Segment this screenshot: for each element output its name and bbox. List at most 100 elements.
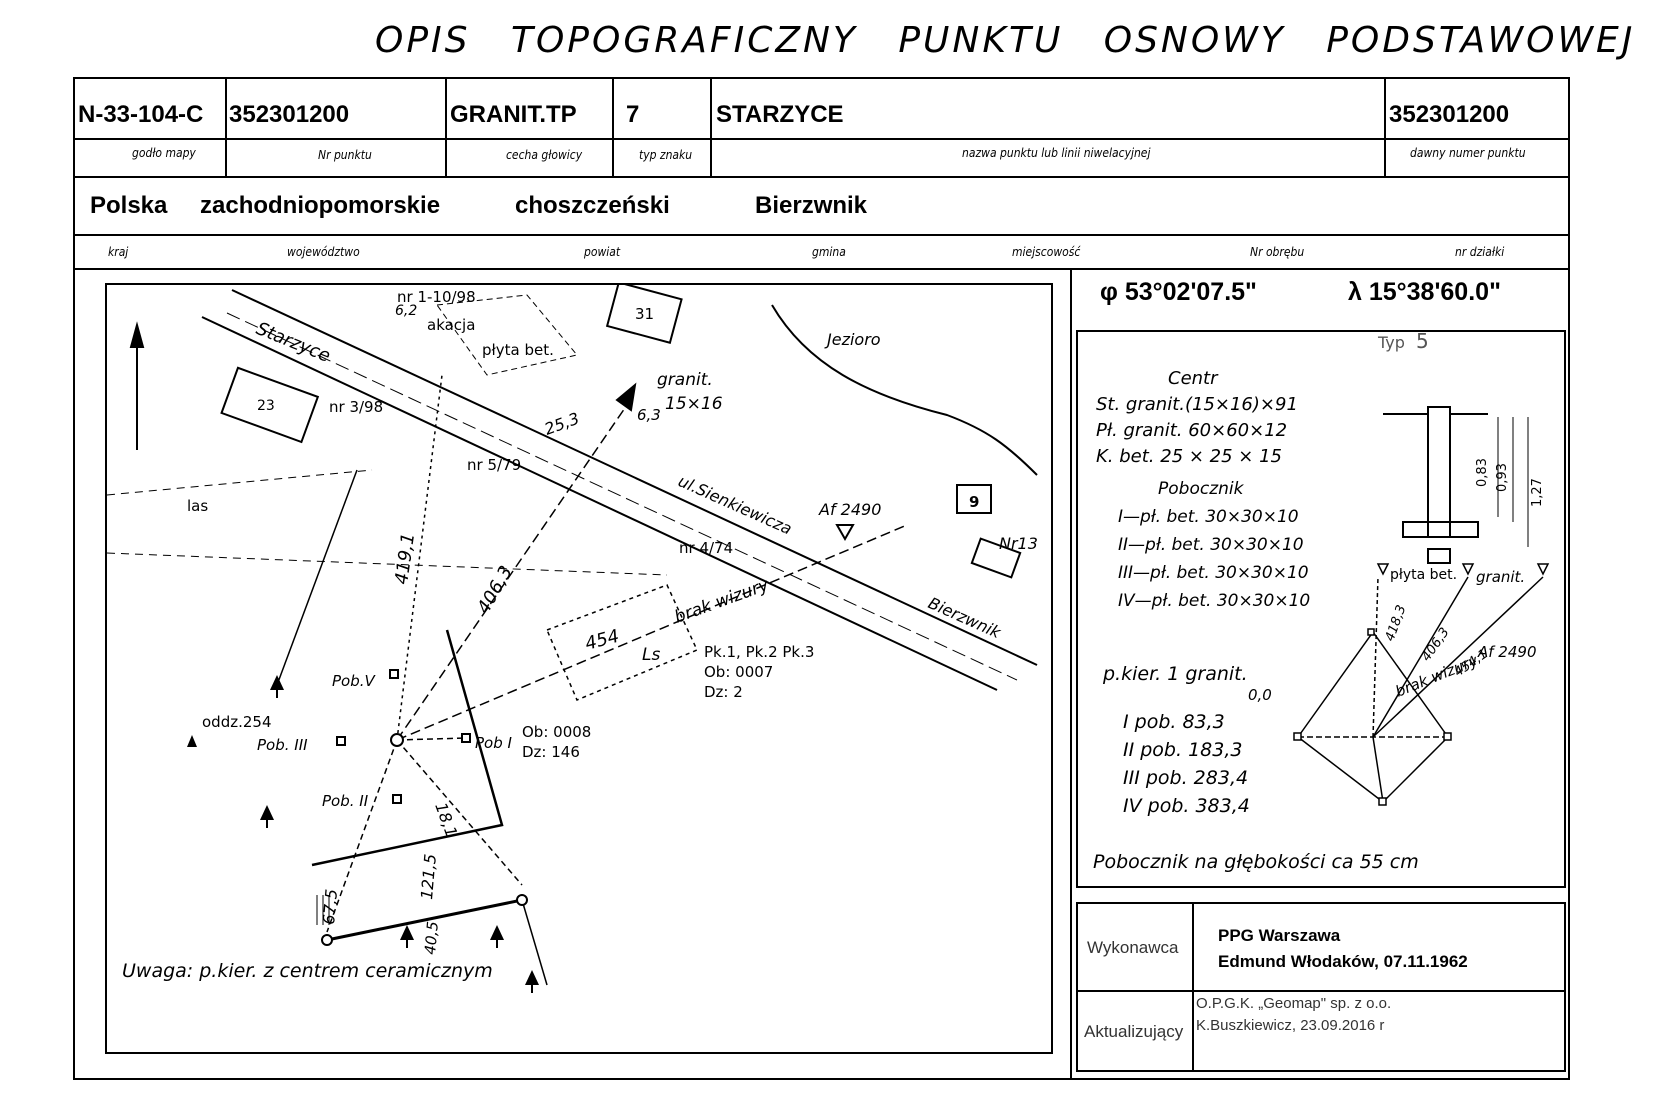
parcel-label: nr 4/74 (679, 539, 733, 557)
caption: dawny numer punktu (1410, 146, 1526, 160)
direction-value: 0,0 (1248, 686, 1272, 704)
executor-label: Wykonawca (1087, 938, 1179, 957)
parcel-label: nr 3/98 (329, 398, 383, 416)
document-title: OPIS TOPOGRAFICZNY PUNKTU OSNOWY PODSTAW… (375, 20, 1636, 61)
distance-label: 18,1 (431, 800, 461, 840)
executor-company: PPG Warszawa (1218, 926, 1341, 945)
caption: godło mapy (132, 146, 196, 160)
caption: nr działki (1455, 245, 1505, 259)
author-table: Wykonawca PPG Warszawa Edmund Włodaków, … (1076, 902, 1566, 1072)
tree-label: akacja (427, 316, 475, 334)
distance-label: 406,3 (473, 562, 517, 617)
spec-line: St. granit.(15×16)×91 (1096, 394, 1298, 415)
granite-label: granit. (657, 370, 713, 390)
distance-label: 6,3 (637, 406, 661, 424)
forest-label: las (187, 497, 208, 515)
point-number: 352301200 (229, 101, 350, 128)
parcel-note: Ob: 0007 (704, 663, 773, 681)
house-number: 9 (969, 493, 979, 511)
caption: gmina (812, 245, 846, 259)
caption: województwo (287, 245, 360, 259)
angle-line: III pob. 283,4 (1123, 767, 1248, 789)
sketch-drawing: Starzyce ul.Sienkiewicza Bierzwnik Jezio… (107, 285, 1038, 993)
divider (73, 138, 1570, 140)
distance-label: 454 (583, 626, 622, 655)
remark: Uwaga: p.kier. z centrem ceramicznym (122, 960, 493, 982)
depth-note: Pobocznik na głębokości ca 55 cm (1093, 851, 1419, 873)
divider (612, 77, 614, 176)
divider (73, 176, 1570, 178)
parcel-note: Pk.1, Pk.2 Pk.3 (704, 643, 814, 661)
caption: Nr obrębu (1250, 245, 1305, 259)
land-use-label: Ls (642, 645, 660, 665)
dimension: 0,83 (1475, 458, 1490, 487)
house-number: Nr13 (999, 534, 1038, 553)
direction-label: p.kier. 1 granit. (1102, 663, 1248, 685)
house-number: 23 (257, 398, 275, 414)
longitude: λ 15°38'60.0" (1348, 278, 1501, 306)
distance-label: 121,5 (417, 853, 440, 900)
dimension: 0,93 (1495, 463, 1510, 492)
spec-line: I—pł. bet. 30×30×10 (1118, 507, 1299, 527)
parcel-label: nr 5/79 (467, 456, 521, 474)
distance-label: 419,1 (391, 532, 419, 586)
head-mark: GRANIT.TP (450, 101, 577, 128)
lake-label: Jezioro (824, 330, 881, 349)
witness-label: Pob I (475, 734, 513, 752)
caption: nazwa punktu lub linii niwelacyjnej (962, 146, 1151, 160)
divider (73, 268, 1570, 270)
witness-label: Pob. II (322, 792, 369, 810)
country: Polska (90, 192, 168, 219)
outer-frame (73, 77, 1570, 1080)
spec-line: II—pł. bet. 30×30×10 (1118, 535, 1304, 555)
old-point-number: 352301200 (1389, 101, 1510, 128)
no-sight-label: brak wizury (672, 575, 773, 628)
spec-line: K. bet. 25 × 25 × 15 (1096, 446, 1282, 467)
point-name: STARZYCE (716, 101, 844, 128)
divider (1070, 268, 1072, 1080)
forest-division: oddz.254 (202, 713, 272, 731)
divider (225, 77, 227, 176)
distance-label: 40,5 (421, 921, 442, 956)
divider (1078, 990, 1564, 992)
witness-label: Pob.V (332, 672, 377, 690)
sign-type: 7 (626, 101, 640, 128)
sketch-label: granit. (1476, 568, 1525, 586)
divider (73, 234, 1570, 236)
updater-label: Aktualizujący (1084, 1022, 1184, 1041)
plate-label: płyta bet. (482, 341, 554, 359)
af-label: Af 2490 (818, 500, 881, 519)
parcel-label: nr 1-10/98 (397, 288, 476, 306)
map-sheet-code: N-33-104-C (78, 101, 204, 128)
voivodeship: zachodniopomorskie (200, 192, 441, 219)
spec-line: Pł. granit. 60×60×12 (1096, 420, 1287, 441)
spec-heading: Centr (1168, 368, 1219, 389)
type-label: Typ (1377, 333, 1405, 352)
parcel-note: Ob: 0008 (522, 723, 591, 741)
divider (1192, 904, 1194, 1070)
distance-label: 25,3 (542, 409, 582, 439)
parcel-note: Dz: 2 (704, 683, 743, 701)
angle-line: IV pob. 383,4 (1123, 795, 1250, 817)
witness-label: Pob. III (257, 736, 308, 754)
updater-person: K.Buszkiewicz, 23.09.2016 r (1196, 1017, 1385, 1034)
type-value: 5 (1416, 332, 1429, 353)
district: choszczeński (515, 192, 670, 219)
distance-label: 6,2 (395, 303, 417, 319)
sketch-label: Af 2490 (1477, 643, 1536, 661)
sketch-label: 418,3 (1383, 603, 1410, 643)
caption: typ znaku (639, 148, 693, 162)
spec-panel: Typ 5 Centr St. granit.(15×16)×91 Pł. gr… (1076, 330, 1566, 888)
house-number: 31 (635, 305, 654, 323)
caption: Nr punktu (318, 148, 372, 162)
distance-label: 67,5 (319, 888, 341, 925)
sketch-label: 406,3 (1419, 625, 1453, 664)
executor-person: Edmund Włodaków, 07.11.1962 (1218, 952, 1468, 971)
angle-line: II pob. 183,3 (1123, 739, 1242, 761)
latitude: φ 53°02'07.5" (1100, 278, 1257, 306)
caption: miejscowość (1012, 245, 1081, 259)
dimension: 1,27 (1530, 478, 1545, 507)
spec-line: III—pł. bet. 30×30×10 (1118, 563, 1309, 583)
sketch-label: płyta bet. (1390, 567, 1457, 583)
spec-drawing: Typ 5 Centr St. granit.(15×16)×91 Pł. gr… (1093, 332, 1550, 873)
